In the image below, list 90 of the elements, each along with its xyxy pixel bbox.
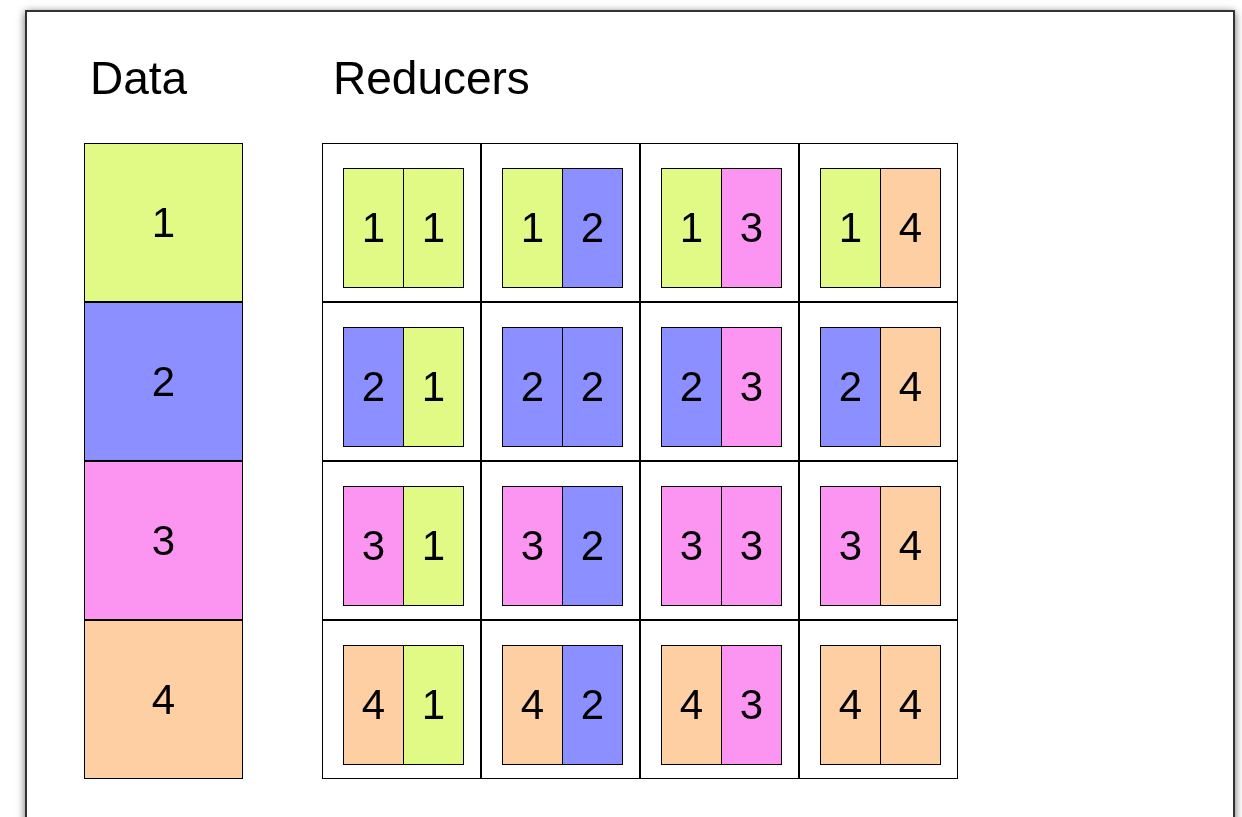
number-label: 4 (898, 366, 923, 408)
key-block (343, 327, 404, 447)
number-label: 4 (838, 684, 863, 726)
number-label: 3 (739, 366, 764, 408)
reducer-cell (322, 302, 481, 461)
number-label: 1 (151, 201, 176, 244)
number-label: 2 (580, 207, 605, 249)
key-block (880, 327, 941, 447)
key-block (502, 327, 563, 447)
key-block (502, 168, 563, 288)
key-block (562, 327, 623, 447)
key-block (721, 168, 782, 288)
number-label: 3 (739, 684, 764, 726)
key-block (562, 645, 623, 765)
key-block (403, 327, 464, 447)
key-block (721, 486, 782, 606)
number-label: 2 (580, 525, 605, 567)
key-block (880, 486, 941, 606)
key-block (403, 486, 464, 606)
key-block (661, 486, 722, 606)
reducer-cell (481, 620, 640, 779)
number-label: 1 (421, 366, 446, 408)
key-block (343, 645, 404, 765)
number-label: 2 (580, 366, 605, 408)
number-label: 3 (739, 525, 764, 567)
number-label: 4 (898, 525, 923, 567)
number-label: 1 (520, 207, 545, 249)
reducer-cell (640, 461, 799, 620)
number-label: 2 (838, 366, 863, 408)
reducer-cell (322, 620, 481, 779)
reducer-cell (640, 143, 799, 302)
number-label: 3 (838, 525, 863, 567)
reducer-cell (481, 461, 640, 620)
number-label: 3 (151, 519, 176, 562)
column-heading: Reducers (333, 55, 530, 101)
number-label: 2 (580, 684, 605, 726)
number-label: 3 (361, 525, 386, 567)
column-heading: Data (90, 55, 188, 101)
reducer-cell (322, 143, 481, 302)
number-label: 4 (520, 684, 545, 726)
number-label: 1 (421, 684, 446, 726)
number-label: 2 (361, 366, 386, 408)
key-block (403, 168, 464, 288)
number-label: 1 (838, 207, 863, 249)
key-block (721, 327, 782, 447)
key-block (343, 486, 404, 606)
key-block (820, 645, 881, 765)
number-label: 4 (151, 678, 176, 721)
number-label: 3 (739, 207, 764, 249)
reducer-cell (481, 302, 640, 461)
key-block (562, 168, 623, 288)
key-block (403, 645, 464, 765)
data-block (84, 143, 243, 302)
key-block (820, 327, 881, 447)
number-label: 4 (679, 684, 704, 726)
key-block (880, 168, 941, 288)
key-block (502, 645, 563, 765)
reducer-cell (799, 302, 958, 461)
number-label: 4 (898, 207, 923, 249)
number-label: 4 (898, 684, 923, 726)
number-label: 3 (520, 525, 545, 567)
key-block (562, 486, 623, 606)
number-label: 2 (151, 360, 176, 403)
data-block (84, 461, 243, 620)
reducer-cell (640, 302, 799, 461)
reducer-cell (481, 143, 640, 302)
reducer-cell (799, 461, 958, 620)
key-block (661, 168, 722, 288)
key-block (343, 168, 404, 288)
key-block (502, 486, 563, 606)
data-block (84, 302, 243, 461)
reducer-cell (640, 620, 799, 779)
key-block (721, 645, 782, 765)
number-label: 3 (679, 525, 704, 567)
number-label: 1 (421, 207, 446, 249)
number-label: 1 (679, 207, 704, 249)
reducer-cell (799, 143, 958, 302)
number-label: 2 (520, 366, 545, 408)
number-label: 1 (361, 207, 386, 249)
key-block (820, 486, 881, 606)
reducer-cell (322, 461, 481, 620)
key-block (661, 645, 722, 765)
key-block (880, 645, 941, 765)
reducer-cell (799, 620, 958, 779)
key-block (661, 327, 722, 447)
number-label: 2 (679, 366, 704, 408)
key-block (820, 168, 881, 288)
data-block (84, 620, 243, 779)
number-label: 1 (421, 525, 446, 567)
number-label: 4 (361, 684, 386, 726)
